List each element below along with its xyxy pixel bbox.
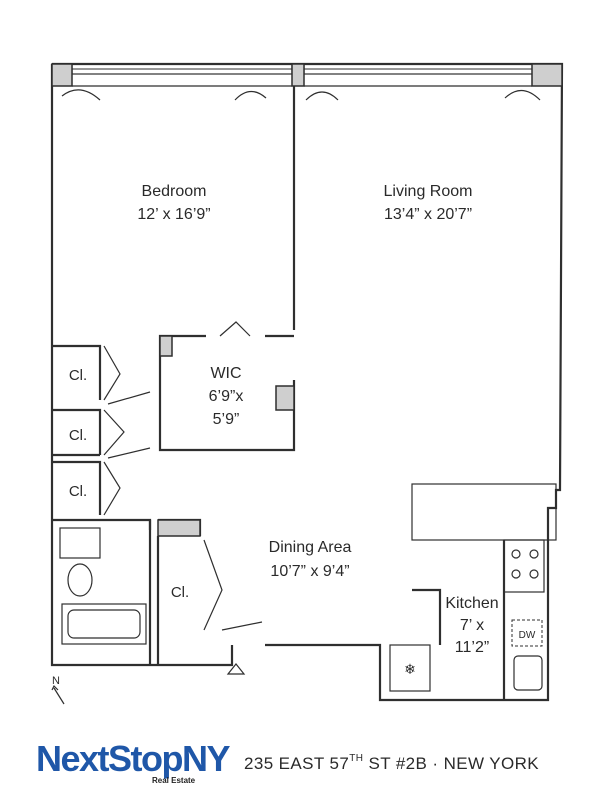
bedroom-dims: 12’ x 16’9”	[137, 206, 210, 223]
dining-area-dims: 10’7” x 9’4”	[270, 563, 349, 580]
dishwasher-label: DW	[519, 630, 536, 641]
closet-label-4: Cl.	[171, 584, 189, 601]
logo-subtitle: Real Estate	[152, 776, 196, 785]
wic-name: WIC	[210, 365, 241, 382]
north-label: N	[52, 675, 60, 687]
wic-dims-line1: 6’9”x	[209, 388, 244, 405]
north-arrow-icon: N	[51, 675, 65, 705]
wic-dims-line2: 5’9”	[213, 411, 240, 428]
address-rest: ST #2B · NEW YORK	[363, 754, 540, 773]
closet-label-3: Cl.	[69, 483, 87, 500]
closet-label-1: Cl.	[69, 367, 87, 384]
kitchen-dims-line2: 11’2”	[455, 639, 489, 656]
living-room-name: Living Room	[384, 183, 473, 200]
kitchen-name: Kitchen	[445, 595, 498, 612]
logo-wordmark: NextStopNY	[36, 738, 231, 779]
interior-walls: ❄	[52, 86, 557, 700]
living-room-dims: 13’4” x 20’7”	[384, 206, 472, 223]
bedroom-name: Bedroom	[142, 183, 207, 200]
outer-walls	[50, 62, 564, 702]
svg-text:❄: ❄	[404, 662, 416, 678]
closet-label-2: Cl.	[69, 427, 87, 444]
listing-address: 235 EAST 57TH ST #2B · NEW YORK	[244, 753, 540, 774]
kitchen-dims-line1: 7’ x	[460, 617, 484, 634]
address-number-street: 235 EAST 57	[244, 754, 350, 773]
dining-area-name: Dining Area	[269, 539, 352, 556]
footer: NextStopNY Real Estate 235 EAST 57TH ST …	[0, 738, 613, 800]
address-ordinal-suffix: TH	[349, 753, 364, 764]
